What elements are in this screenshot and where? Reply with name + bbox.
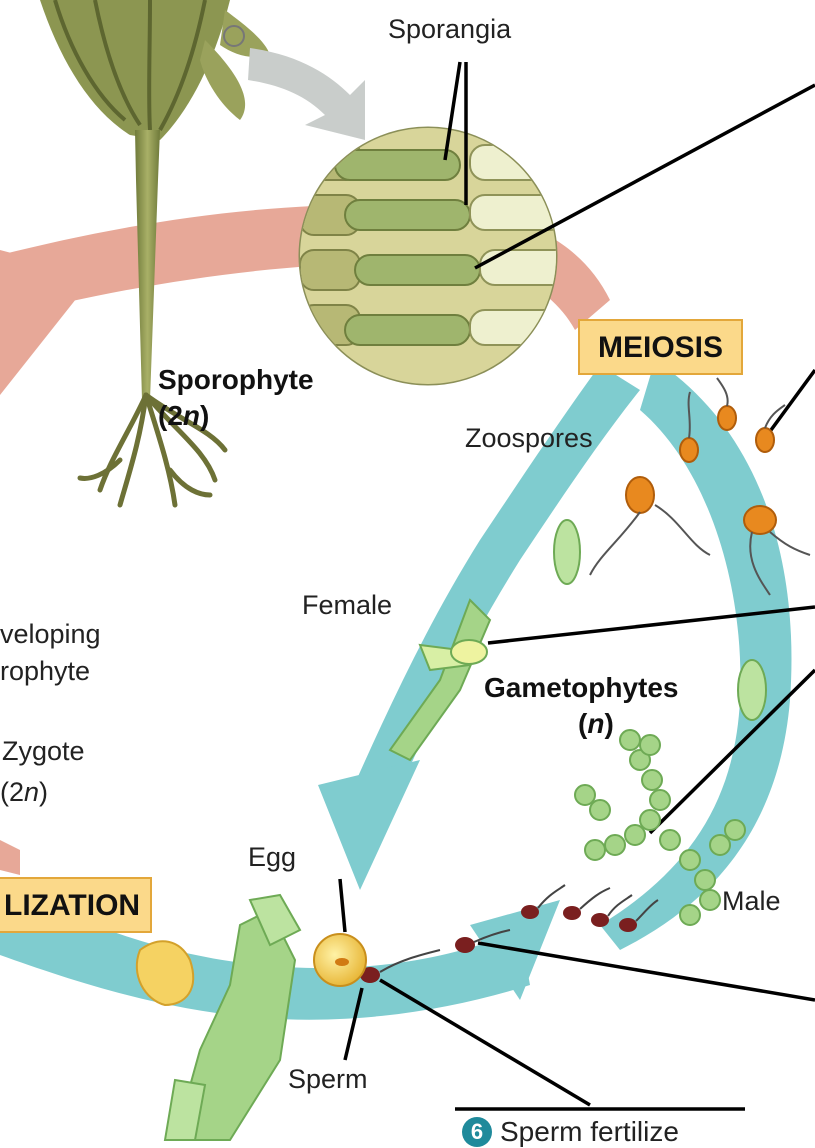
step-number-badge: 6 <box>462 1117 492 1147</box>
young-sporophyte <box>137 895 300 1140</box>
zygote-ploidy-open: (2 <box>0 777 24 807</box>
sporangia-magnified <box>300 128 575 384</box>
step-6-caption: 6 Sperm fertilize <box>462 1116 679 1148</box>
gametophytes-ploidy-n: n <box>587 708 604 739</box>
sperm-label: Sperm <box>288 1064 368 1095</box>
sporophyte-label: Sporophyte <box>158 364 314 396</box>
sporophyte-ploidy: (2n) <box>158 400 209 432</box>
male-label: Male <box>722 886 781 917</box>
egg-label: Egg <box>248 842 296 873</box>
zygote-arrow <box>0 840 20 875</box>
sporangia-label: Sporangia <box>388 14 511 45</box>
female-label: Female <box>302 590 392 621</box>
gametophytes-ploidy-close: ) <box>604 708 613 739</box>
developing-sporophyte-label-line2: rophyte <box>0 656 90 687</box>
zygote-ploidy: (2n) <box>0 777 48 808</box>
zoospores-label: Zoospores <box>465 423 593 454</box>
zygote-ploidy-n: n <box>24 777 39 807</box>
magnify-arrow <box>248 48 365 140</box>
gametophytes-ploidy-open: ( <box>578 708 587 739</box>
fertilization-label: LIZATION <box>0 877 152 933</box>
step-6-text: Sperm fertilize <box>500 1116 679 1147</box>
meiosis-label: MEIOSIS <box>578 319 743 375</box>
egg-nucleus <box>335 958 349 966</box>
zygote-label: Zygote <box>2 736 85 767</box>
zygote-ploidy-close: ) <box>39 777 48 807</box>
sporophyte-ploidy-close: ) <box>200 400 209 431</box>
sporophyte-ploidy-open: (2 <box>158 400 183 431</box>
developing-sporophyte-label-line1: veloping <box>0 619 101 650</box>
sporophyte-ploidy-n: n <box>183 400 200 431</box>
gametophytes-ploidy: (n) <box>578 708 614 740</box>
gametophytes-label: Gametophytes <box>484 672 679 704</box>
